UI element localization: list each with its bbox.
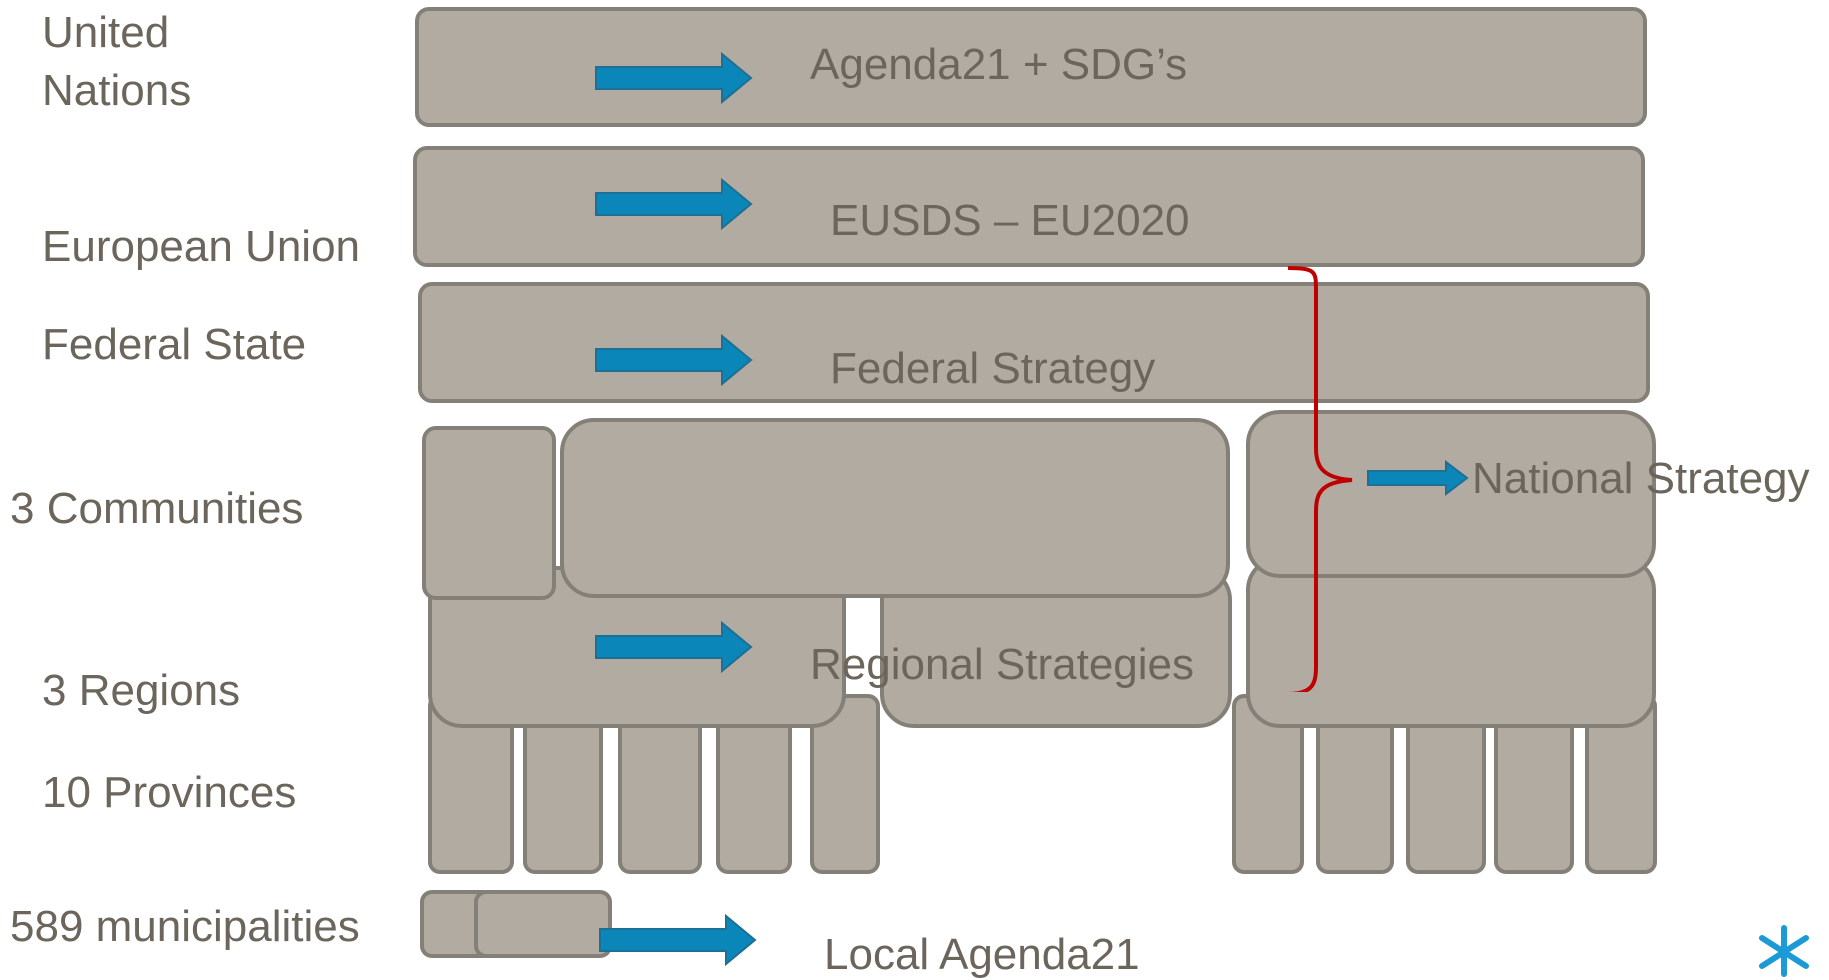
text-federal-strategy: Federal Strategy — [830, 344, 1156, 393]
label-european-union: European Union — [42, 222, 361, 271]
label-regions: 3 Regions — [42, 666, 241, 715]
box-community-large — [560, 418, 1230, 598]
label-federal-state: Federal State — [42, 320, 307, 369]
box-municipality-2 — [474, 890, 612, 958]
text-eusds-eu2020: EUSDS – EU2020 — [830, 196, 1190, 245]
logo-asterisk-icon — [1759, 925, 1809, 977]
arrow-eu-icon — [595, 178, 753, 230]
arrow-local-icon — [599, 914, 757, 966]
label-municipalities: 589 municipalities — [10, 902, 360, 951]
label-united-nations-line2: Nations — [42, 66, 192, 115]
label-communities: 3 Communities — [10, 484, 304, 533]
text-agenda21-sdgs: Agenda21 + SDG’s — [810, 40, 1188, 89]
arrow-un-icon — [595, 52, 753, 104]
box-province-7 — [1316, 700, 1394, 874]
arrow-regional-icon — [595, 621, 753, 673]
arrow-federal-icon — [595, 334, 753, 386]
bracket-icon — [1287, 266, 1353, 692]
text-regional-strategies: Regional Strategies — [810, 640, 1195, 689]
label-united-nations-line1: United — [42, 8, 170, 57]
text-national-strategy: National Strategy — [1472, 454, 1810, 503]
label-provinces: 10 Provinces — [42, 768, 297, 817]
box-federal-state — [418, 282, 1650, 403]
arrow-national-icon — [1367, 460, 1469, 496]
text-local-agenda21: Local Agenda21 — [824, 930, 1140, 979]
box-community-small — [422, 426, 556, 600]
